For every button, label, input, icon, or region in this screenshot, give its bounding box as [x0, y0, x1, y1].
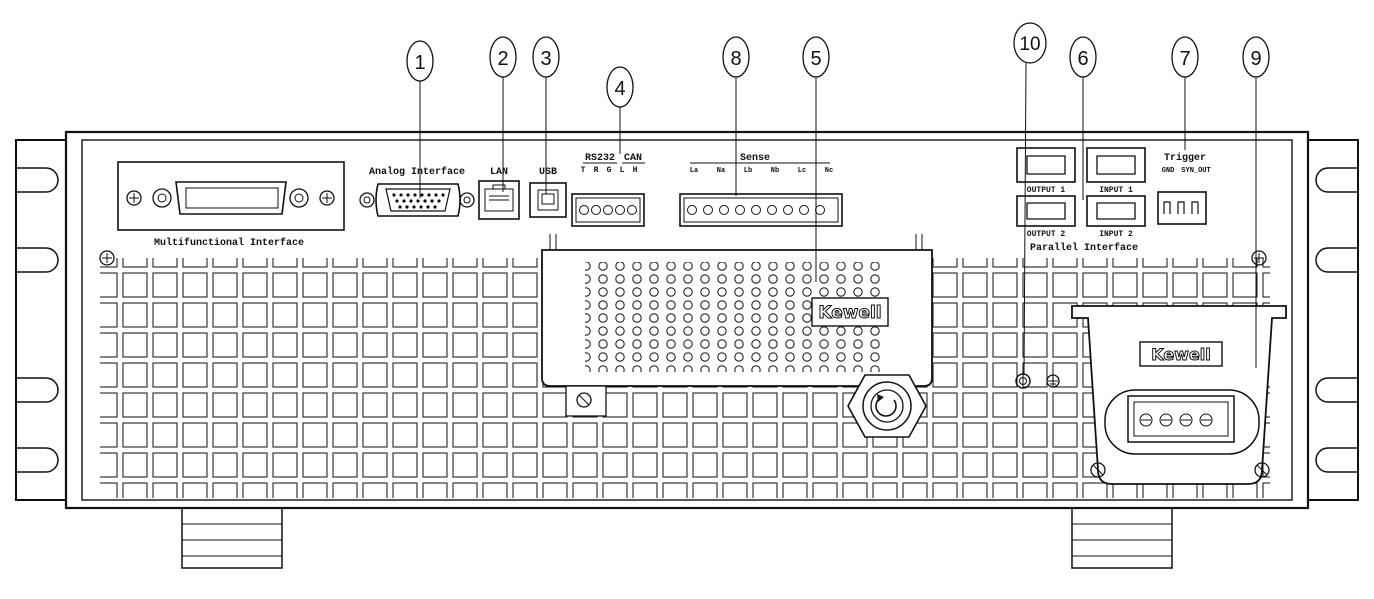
parallel-output-2-port[interactable] [1016, 195, 1076, 227]
callout-10: 10 [1013, 22, 1047, 375]
rs232-pin: G [607, 166, 612, 175]
right-rack-ear [1307, 139, 1359, 501]
sense-label: Sense [740, 153, 770, 164]
callout-number: 7 [1179, 48, 1190, 70]
trigger-pin: GND [1162, 167, 1175, 175]
trigger-terminal[interactable] [1157, 191, 1207, 225]
sense-pin: Lb [744, 167, 752, 175]
sense-pin: Na [717, 167, 726, 175]
usb-label: USB [539, 167, 557, 178]
rs232-pin: R [594, 166, 599, 175]
sense-pin: Lc [798, 167, 806, 175]
parallel-output-1-port[interactable] [1016, 147, 1076, 183]
usb-port[interactable] [529, 182, 567, 218]
screw-icon [1251, 250, 1267, 266]
input2-label: INPUT 2 [1099, 230, 1133, 239]
lan-label: LAN [490, 167, 508, 178]
callout-number: 3 [540, 48, 551, 70]
lan-port[interactable] [478, 180, 520, 220]
analog-interface-port[interactable] [359, 183, 475, 217]
sense-pin: Nb [771, 167, 779, 175]
callout-9: 9 [1242, 36, 1270, 368]
parallel-input-1-port[interactable] [1086, 147, 1146, 183]
cable-gland-icon[interactable] [847, 374, 927, 438]
rs232-pin: T [581, 166, 586, 175]
callout-number: 2 [497, 48, 508, 70]
callout-3: 3 [532, 36, 560, 194]
rs232-can-terminal[interactable] [571, 193, 645, 227]
input1-label: INPUT 1 [1099, 186, 1133, 195]
left-foot [181, 507, 283, 569]
analog-label: Analog Interface [369, 166, 465, 178]
can-pin: L [620, 166, 625, 175]
callout-number: 6 [1077, 48, 1088, 70]
callout-number: 9 [1250, 48, 1261, 70]
callout-7: 7 [1171, 36, 1199, 150]
sense-pin: Nc [825, 167, 833, 175]
callout-8: 8 [722, 36, 750, 196]
callout-number: 5 [810, 48, 821, 70]
output-power-terminal[interactable] [1127, 395, 1235, 443]
parallel-input-2-port[interactable] [1086, 195, 1146, 227]
callout-number: 4 [614, 78, 625, 100]
callout-number: 10 [1019, 34, 1040, 55]
parallel-label: Parallel Interface [1030, 242, 1138, 254]
callout-number: 1 [414, 52, 425, 74]
callout-number: 8 [730, 48, 741, 70]
trigger-label: Trigger [1164, 152, 1206, 164]
output2-label: OUTPUT 2 [1027, 230, 1066, 239]
output1-label: OUTPUT 1 [1027, 186, 1066, 195]
callout-1: 1 [406, 40, 434, 198]
multifunctional-interface[interactable] [117, 161, 345, 231]
left-rack-ear [15, 139, 67, 501]
ground-icon [1046, 374, 1060, 388]
callout-6: 6 [1069, 36, 1097, 200]
rs232-label: RS232 [585, 153, 615, 164]
sense-pin: La [690, 167, 699, 175]
can-pin: H [633, 166, 638, 175]
trigger-pin: SYN_OUT [1181, 167, 1210, 175]
screw-icon [99, 250, 115, 266]
indicator-hole-icon [1015, 373, 1031, 389]
can-label: CAN [624, 153, 642, 164]
kewell-logo-output: Kewell [1151, 345, 1211, 364]
kewell-logo-cover: Kewell [818, 303, 881, 323]
callout-5: 5 [802, 36, 830, 282]
sense-terminal[interactable] [679, 193, 843, 227]
callout-2: 2 [489, 36, 517, 192]
callout-4: 4 [606, 66, 634, 154]
output-terminal-cover [1071, 305, 1287, 485]
multifunctional-label: Multifunctional Interface [154, 237, 304, 249]
center-cover-plate [541, 234, 933, 417]
right-foot [1071, 507, 1173, 569]
